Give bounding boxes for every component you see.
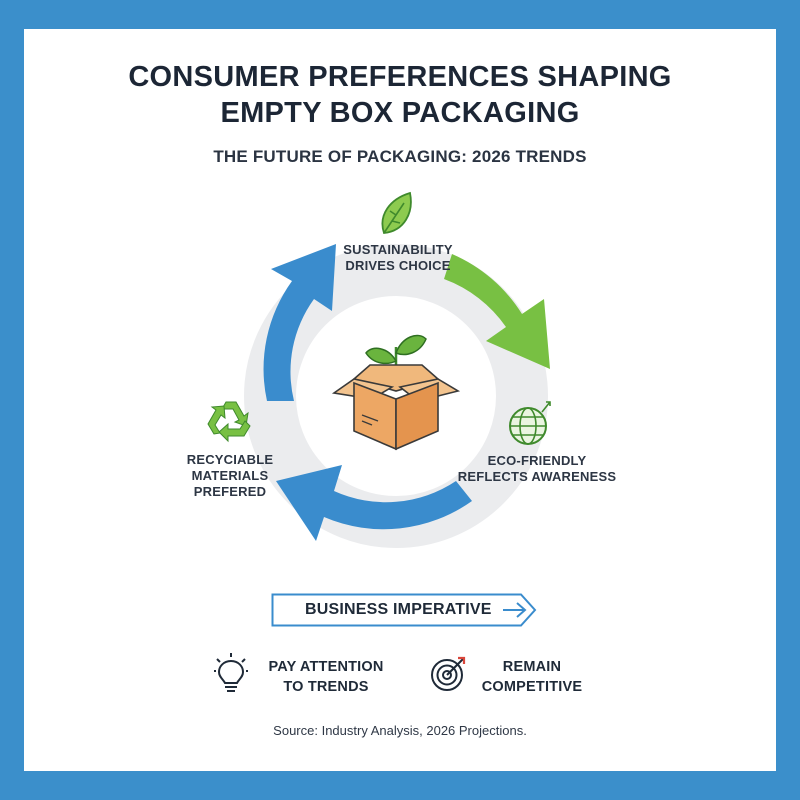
source-note: Source: Industry Analysis, 2026 Projecti… <box>273 723 527 738</box>
globe-icon <box>509 401 551 445</box>
title-line-1: CONSUMER PREFERENCES SHAPING <box>128 61 672 93</box>
recycle-icon <box>207 401 251 443</box>
action-pay-attention: PAY ATTENTION TO TRENDS <box>268 659 384 695</box>
lightbulb-icon <box>214 653 248 692</box>
action-remain-competitive: REMAIN COMPETITIVE <box>481 659 583 695</box>
green-cycle-arrow <box>444 254 550 369</box>
subtitle: THE FUTURE OF PACKAGING: 2026 TRENDS <box>213 147 587 166</box>
stage-label-eco-friendly: ECO-FRIENDLY REFLECTS AWARENESS <box>457 453 617 484</box>
arrow-right-icon <box>503 602 527 618</box>
target-icon <box>431 656 466 691</box>
business-imperative-label: BUSINESS IMPERATIVE <box>305 601 492 618</box>
leaf-icon <box>381 191 412 234</box>
stage-label-sustainability: SUSTAINABILITY DRIVES CHOICE <box>343 242 453 273</box>
business-imperative-banner: BUSINESS IMPERATIVE <box>271 593 537 627</box>
infographic-card: CONSUMER PREFERENCES SHAPING EMPTY BOX P… <box>24 29 776 771</box>
stage-label-recyclable: RECYCIABLE MATERIALS PREFERED <box>186 452 274 499</box>
cycle-diagram <box>207 191 551 548</box>
blue-bottom-arrow <box>276 465 472 541</box>
title-line-2: EMPTY BOX PACKAGING <box>220 97 580 129</box>
page-title: CONSUMER PREFERENCES SHAPING EMPTY BOX P… <box>24 59 776 131</box>
box-with-sprout-icon <box>331 334 461 451</box>
blue-left-arrow <box>263 244 336 401</box>
